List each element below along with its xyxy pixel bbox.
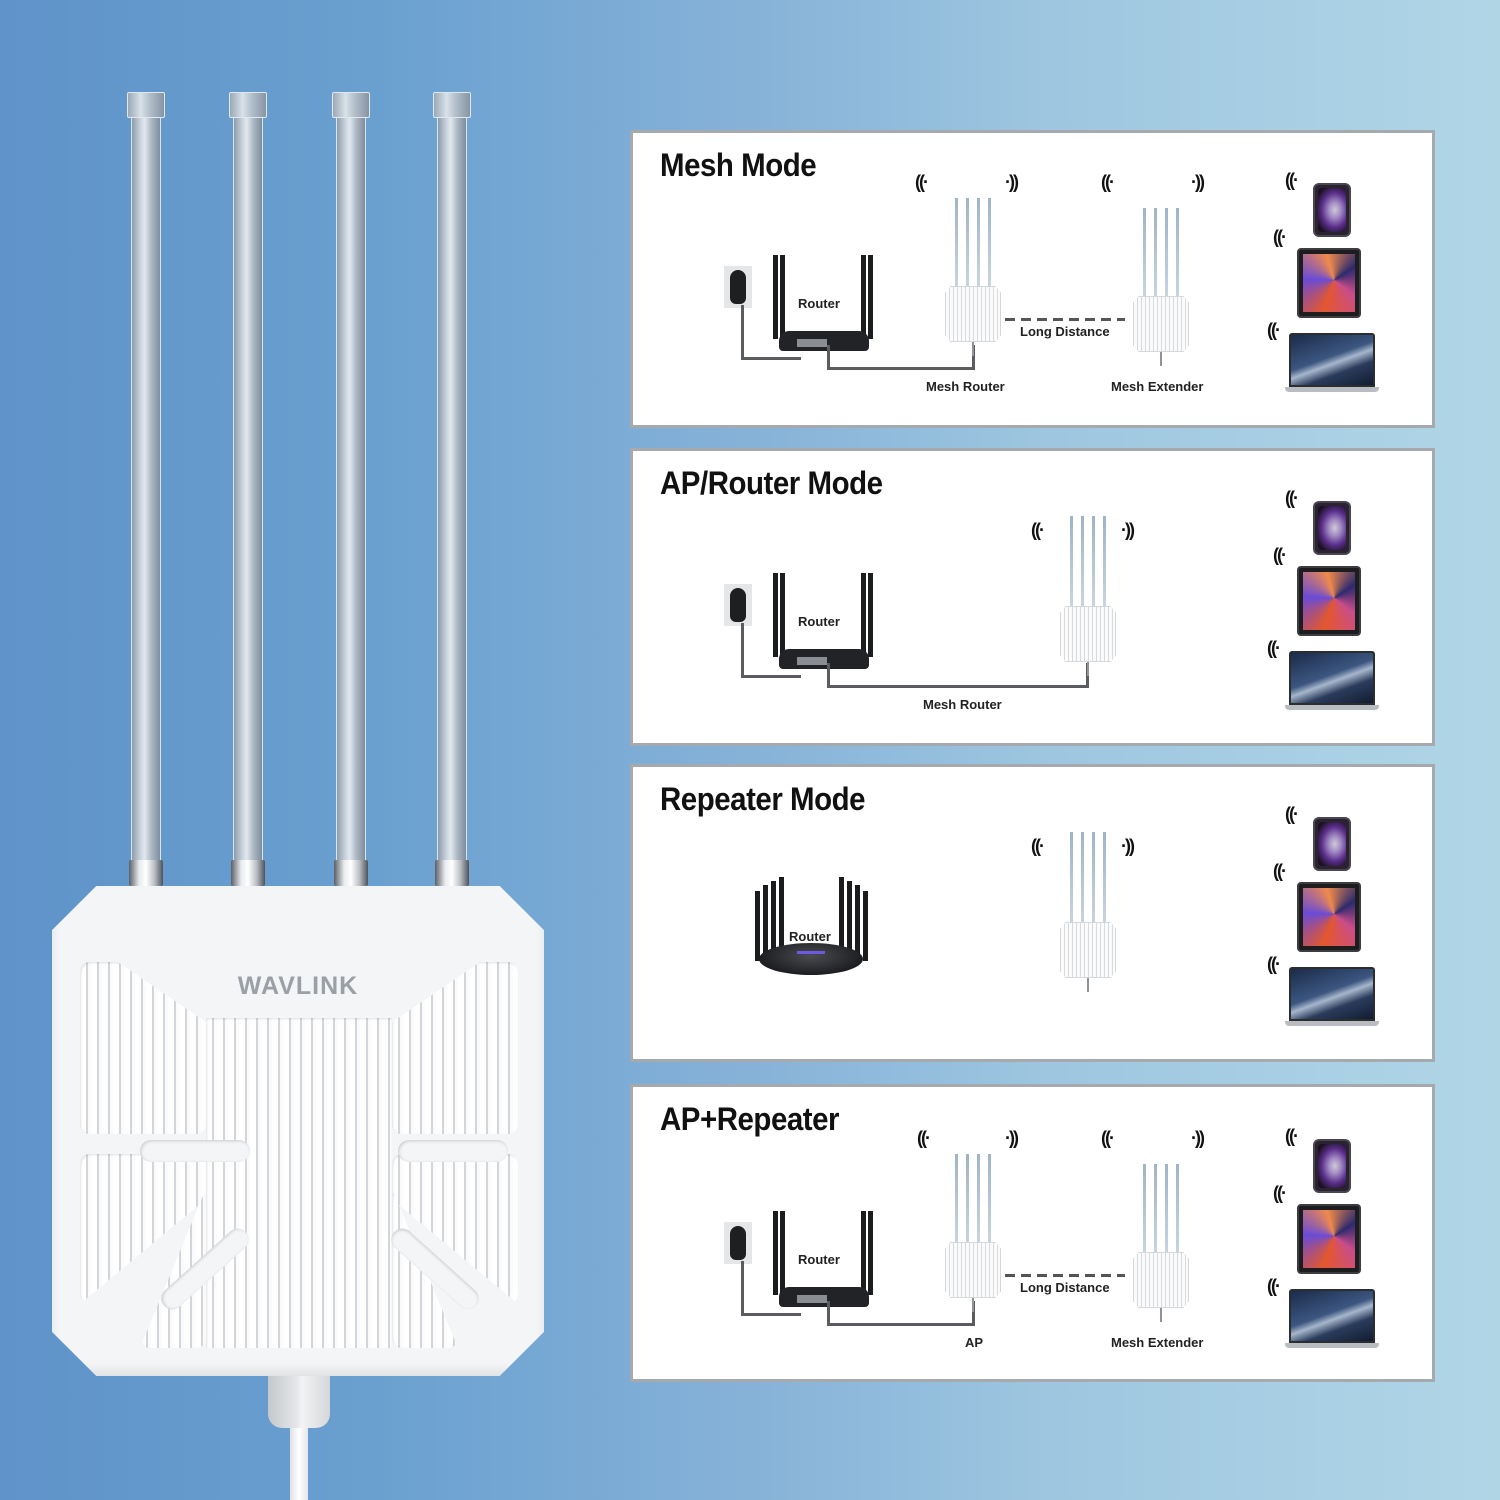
wireless-link-dashed bbox=[1005, 318, 1125, 321]
wifi-signal-left-icon: ((· bbox=[1101, 172, 1115, 192]
wifi-signal-left-icon: ((· bbox=[917, 1128, 931, 1148]
wifi-client-icon: ((· bbox=[1273, 227, 1287, 247]
link-label: Long Distance bbox=[1020, 324, 1110, 339]
ethernet-cable bbox=[290, 1428, 308, 1500]
wifi-signal-right-icon: ·)) bbox=[1005, 172, 1019, 192]
power-plug-icon bbox=[724, 584, 752, 626]
wifi-signal-left-icon: ((· bbox=[1031, 836, 1045, 856]
wifi-client-icon: ((· bbox=[1285, 488, 1299, 508]
mode-card-ap-repeater: AP+Repeater Router ((· ·)) Long Distance… bbox=[630, 1084, 1435, 1382]
mode-title: AP/Router Mode bbox=[660, 465, 883, 501]
wifi-signal-right-icon: ·)) bbox=[1121, 836, 1135, 856]
router-label: Router bbox=[798, 614, 840, 629]
smartphone-icon bbox=[1313, 817, 1351, 871]
power-wire bbox=[741, 623, 801, 678]
wifi-signal-right-icon: ·)) bbox=[1005, 1128, 1019, 1148]
laptop-icon bbox=[1285, 651, 1379, 713]
wifi-client-icon: ((· bbox=[1267, 1276, 1281, 1296]
power-plug-icon bbox=[724, 1222, 752, 1264]
laptop-icon bbox=[1285, 1289, 1379, 1351]
laptop-icon bbox=[1285, 967, 1379, 1029]
antenna-3 bbox=[332, 92, 370, 892]
smartphone-icon bbox=[1313, 501, 1351, 555]
wifi-client-icon: ((· bbox=[1273, 1183, 1287, 1203]
device1-label: AP bbox=[965, 1335, 984, 1350]
device2-label: Mesh Extender bbox=[1111, 379, 1204, 394]
wifi-client-icon: ((· bbox=[1285, 1126, 1299, 1146]
tablet-icon bbox=[1297, 248, 1361, 318]
wifi-client-icon: ((· bbox=[1273, 861, 1287, 881]
router-icon bbox=[751, 877, 871, 975]
router-label: Router bbox=[798, 296, 840, 311]
laptop-icon bbox=[1285, 333, 1379, 395]
mode-title: Repeater Mode bbox=[660, 781, 866, 817]
wifi-signal-right-icon: ·)) bbox=[1121, 520, 1135, 540]
wifi-client-icon: ((· bbox=[1273, 545, 1287, 565]
tablet-icon bbox=[1297, 566, 1361, 636]
smartphone-icon bbox=[1313, 183, 1351, 237]
wifi-client-icon: ((· bbox=[1267, 638, 1281, 658]
ethernet-wire bbox=[827, 1301, 975, 1326]
link-label: Long Distance bbox=[1020, 1280, 1110, 1295]
wifi-client-icon: ((· bbox=[1285, 804, 1299, 824]
mode-card-repeater: Repeater Mode Router ((· ·)) ((· ((· ((· bbox=[630, 764, 1435, 1062]
wifi-signal-left-icon: ((· bbox=[1101, 1128, 1115, 1148]
wifi-client-icon: ((· bbox=[1285, 170, 1299, 190]
power-wire bbox=[741, 305, 801, 360]
mode-title: Mesh Mode bbox=[660, 147, 817, 183]
cable-gland bbox=[268, 1376, 330, 1428]
brand-logo: WAVLINK bbox=[237, 972, 359, 1000]
wifi-signal-right-icon: ·)) bbox=[1191, 1128, 1205, 1148]
wireless-link-dashed bbox=[1005, 1274, 1125, 1277]
router-icon bbox=[771, 1211, 875, 1307]
mode-card-ap-router: AP/Router Mode Router ((· ·)) Mesh Route… bbox=[630, 448, 1435, 746]
ethernet-wire bbox=[827, 345, 975, 370]
power-plug-icon bbox=[724, 266, 752, 308]
access-point-body: WAVLINK bbox=[52, 886, 544, 1376]
tablet-icon bbox=[1297, 882, 1361, 952]
mode-card-mesh: Mesh Mode Router ((· ·)) Long Distance M… bbox=[630, 130, 1435, 428]
wifi-signal-left-icon: ((· bbox=[1031, 520, 1045, 540]
antenna-1 bbox=[127, 92, 165, 892]
tablet-icon bbox=[1297, 1204, 1361, 1274]
router-icon bbox=[771, 573, 875, 669]
device2-label: Mesh Extender bbox=[1111, 1335, 1204, 1350]
wifi-signal-left-icon: ((· bbox=[915, 172, 929, 192]
router-label: Router bbox=[798, 1252, 840, 1267]
mode-title: AP+Repeater bbox=[660, 1101, 840, 1137]
wifi-client-icon: ((· bbox=[1267, 954, 1281, 974]
router-label: Router bbox=[789, 929, 831, 944]
ethernet-wire bbox=[827, 663, 1089, 688]
smartphone-icon bbox=[1313, 1139, 1351, 1193]
device1-label: Mesh Router bbox=[923, 697, 1002, 712]
wifi-signal-right-icon: ·)) bbox=[1191, 172, 1205, 192]
device1-label: Mesh Router bbox=[926, 379, 1005, 394]
router-icon bbox=[771, 255, 875, 351]
wifi-client-icon: ((· bbox=[1267, 320, 1281, 340]
antenna-2 bbox=[229, 92, 267, 892]
power-wire bbox=[741, 1261, 801, 1316]
antenna-4 bbox=[433, 92, 471, 892]
